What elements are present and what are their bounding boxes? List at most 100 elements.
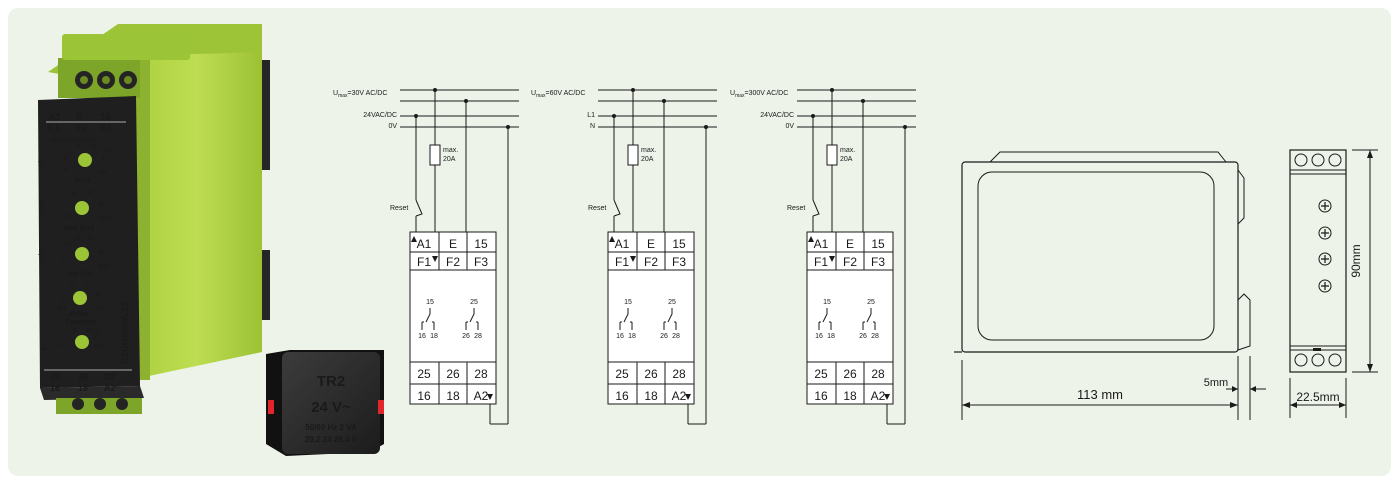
contact-label: 26: [462, 333, 470, 340]
terminal-label: 28: [672, 367, 686, 381]
contact-label: 25: [668, 299, 676, 306]
contact-label: 25: [867, 299, 875, 306]
supply-line-label: 24VAC/DC: [363, 112, 397, 119]
side-view-cover: [977, 171, 1215, 341]
width-dimension-label: 113 mm: [1077, 387, 1123, 402]
terminal-label: 16: [814, 389, 828, 403]
knob-delay-tick: 6: [86, 280, 90, 286]
knob-delay-label: Delay: [70, 311, 89, 318]
device-terminal-16: 16: [50, 383, 60, 393]
terminal-label: E: [449, 237, 457, 251]
supply-line-label: 0V: [785, 123, 794, 130]
knob-delay-tick: 0.1: [58, 306, 67, 312]
terminal-label: 15: [474, 237, 488, 251]
device-terminal-e: E: [76, 112, 83, 123]
terminal-label: 28: [871, 367, 885, 381]
terminal-label: F2: [644, 255, 658, 269]
knob-min[interactable]: [75, 247, 89, 261]
contact-label: 18: [827, 333, 835, 340]
terminal-label: 16: [615, 389, 629, 403]
gap-dimension-label: 5mm: [1204, 377, 1228, 389]
terminal-label: 26: [446, 367, 460, 381]
contact-label: 16: [418, 333, 426, 340]
terminal-label: E: [846, 237, 854, 251]
reset-label: Reset: [588, 205, 606, 212]
terminal-label: E: [647, 237, 655, 251]
device-terminal-26: 26: [78, 372, 88, 382]
height-dimension-label: 90mm: [1349, 244, 1363, 277]
knob-function-label: Function: [66, 319, 96, 326]
terminal-label: F2: [843, 255, 857, 269]
knob-function-tick: O: [58, 342, 63, 348]
supply-line-label: 0V: [388, 123, 397, 130]
fuse-label: 20A: [840, 156, 853, 163]
contact-label: 18: [628, 333, 636, 340]
knob-start-tick: 8: [102, 156, 106, 162]
knob-start-side: t/t: [37, 159, 46, 166]
reset-switch: [613, 199, 621, 217]
terminal-label: 28: [474, 367, 488, 381]
device-terminal-15: 15: [100, 112, 112, 123]
knob-start-tick: 2: [64, 156, 68, 162]
knob-max[interactable]: [75, 201, 89, 215]
device-function-label: Voltage monitor: [50, 137, 96, 144]
depth-dimension-label: 22.5mm: [1296, 390, 1339, 404]
device-terminal-f3: F3: [100, 123, 112, 134]
terminal-label: 15: [871, 237, 885, 251]
module-voltage: 24 V~: [311, 399, 351, 416]
knob-max-tick: 10: [62, 214, 69, 220]
knob-delay[interactable]: [73, 291, 87, 305]
module-voltage-range: 20,2 24 26,4 V: [305, 435, 358, 444]
device-terminal-a2: A2: [104, 383, 116, 393]
terminal-label: F3: [474, 255, 488, 269]
terminal-label: F2: [446, 255, 460, 269]
terminal-label: 15: [672, 237, 686, 251]
terminal-label: 25: [417, 367, 431, 381]
supply-label: Umax=30V AC/DC: [333, 90, 387, 99]
device-terminal-f1: F1: [48, 123, 60, 134]
knob-min-tick: 5: [62, 258, 66, 264]
knob-min-tick: 25: [64, 242, 71, 248]
knob-min-tick: 80: [98, 250, 105, 256]
contact-label: 16: [616, 333, 624, 340]
device-terminal-25: 25: [50, 372, 60, 382]
knob-function-tick: U+L: [92, 334, 104, 340]
knob-start[interactable]: [78, 153, 92, 167]
device-terminal-f2: F2: [76, 123, 88, 134]
terminal-label: A2: [871, 389, 886, 403]
knob-function-tick: O+L: [94, 344, 106, 350]
terminal-label: F3: [871, 255, 885, 269]
side-view-drawing: 113 mm 5mm: [954, 151, 1266, 420]
fuse-symbol: [429, 144, 441, 166]
reset-switch: [415, 199, 423, 217]
knob-max-tick: 80: [98, 202, 105, 208]
contact-label: 28: [474, 333, 482, 340]
reset-label: Reset: [390, 205, 408, 212]
knob-function-tick: W: [72, 328, 78, 334]
terminal-label: 18: [644, 389, 658, 403]
contact-label: 28: [871, 333, 879, 340]
device-model: G2UM300VL20: [120, 301, 130, 364]
knob-max-side: max: [37, 199, 46, 214]
knob-delay-tick: 4: [70, 282, 74, 288]
knob-min-tick: 60: [88, 236, 95, 242]
fuse-label: max.: [840, 147, 855, 154]
knob-delay-tick: 8: [96, 292, 100, 298]
terminal-label: 18: [843, 389, 857, 403]
reset-switch: [812, 199, 820, 217]
module-frequency: 50/60 Hz 2 VA: [305, 423, 357, 432]
contact-label: 25: [470, 299, 478, 306]
knob-function-tick: U: [62, 334, 66, 340]
knob-function[interactable]: [75, 335, 89, 349]
tr2-module: TR2 24 V~ 50/60 Hz 2 VA 20,2 24 26,4 V: [266, 350, 384, 456]
wiring-diagram: Umax=300V AC/DC24VAC/DC0Vmax.20AResetA1F…: [730, 88, 916, 425]
contact-label: 28: [672, 333, 680, 340]
terminal-label: F1: [615, 255, 629, 269]
knob-start-tick: 0: [64, 168, 68, 174]
fuse-label: 20A: [443, 156, 456, 163]
supply-line-label: 24VAC/DC: [760, 112, 794, 119]
terminal-label: 26: [644, 367, 658, 381]
knob-max-tick: 100%: [98, 216, 114, 222]
fuse-symbol: [627, 144, 639, 166]
supply-line-label: N: [590, 123, 595, 130]
